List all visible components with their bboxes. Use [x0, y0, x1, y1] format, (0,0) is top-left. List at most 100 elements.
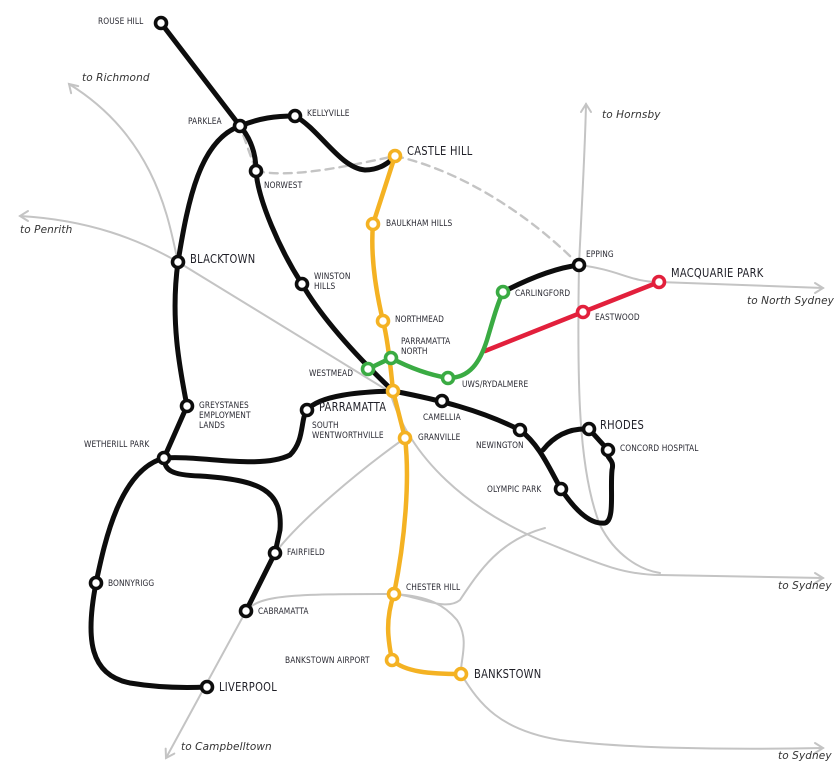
existing-rail-lines: [19, 83, 824, 759]
metro-line-segment: [158, 20, 243, 129]
station-marker-parramatta[interactable]: [385, 383, 401, 399]
metro-line-segment: [237, 113, 398, 173]
destination-label-north-sydney: to North Sydney: [747, 295, 834, 307]
metro-line-segment: [161, 455, 283, 614]
station-marker-epping[interactable]: [571, 257, 587, 273]
station-marker-granville[interactable]: [397, 430, 413, 446]
station-marker-macquarie-park[interactable]: [651, 274, 667, 290]
station-label-parramatta: PARRAMATTA: [319, 400, 387, 414]
station-marker-blacktown[interactable]: [170, 254, 186, 270]
rail-line-segment: [19, 215, 179, 263]
destination-label-sydney-1: to Sydney: [778, 580, 832, 592]
station-marker-bonnyrigg[interactable]: [88, 575, 104, 591]
rail-line-segment: [68, 83, 391, 393]
station-marker-bankstown-airport[interactable]: [384, 652, 400, 668]
destination-label-penrith: to Penrith: [20, 224, 73, 236]
destination-arrows: [18, 82, 825, 760]
station-marker-fairfield[interactable]: [267, 545, 283, 561]
station-marker-castle-hill[interactable]: [387, 148, 403, 164]
destination-label-sydney-2: to Sydney: [778, 750, 832, 762]
rail-line-segment: [245, 593, 465, 675]
station-marker-northmead[interactable]: [375, 313, 391, 329]
station-label-wetherill-park: WETHERILL PARK: [84, 440, 150, 450]
destination-label-hornsby: to Hornsby: [602, 109, 661, 121]
station-label-epping: EPPING: [586, 250, 614, 260]
station-label-bankstown-airport: BANKSTOWN AIRPORT: [285, 656, 370, 666]
station-label-liverpool: LIVERPOOL: [219, 680, 278, 694]
arrow-icon: [814, 742, 825, 754]
arrow-icon: [814, 282, 825, 294]
station-markers: [88, 15, 667, 695]
station-label-rouse-hill: ROUSE HILL: [98, 17, 144, 27]
station-label-carlingford: CARLINGFORD: [515, 289, 571, 299]
station-marker-newington[interactable]: [512, 422, 528, 438]
arrow-icon: [18, 210, 29, 222]
station-marker-rhodes[interactable]: [581, 421, 597, 437]
station-marker-liverpool[interactable]: [199, 679, 215, 695]
station-label-olympic-park: OLYMPIC PARK: [487, 485, 542, 495]
station-marker-kellyville[interactable]: [287, 108, 303, 124]
metro-line-segment: [88, 455, 210, 691]
station-label-newington: NEWINGTON: [476, 441, 524, 451]
station-label-castle-hill: CASTLE HILL: [407, 144, 473, 158]
station-marker-bankstown[interactable]: [453, 666, 469, 682]
station-label-westmead: WESTMEAD: [309, 369, 354, 379]
rail-line-segment: [165, 437, 406, 759]
station-marker-greystanes[interactable]: [179, 398, 195, 414]
proposed-line-segment: [393, 154, 581, 267]
metro-black-lines: [88, 20, 616, 691]
station-marker-wetherill-park[interactable]: [156, 450, 172, 466]
station-marker-chester-hill[interactable]: [386, 586, 402, 602]
station-label-northmead: NORTHMEAD: [395, 315, 444, 325]
rail-line-segment: [393, 527, 546, 606]
station-marker-cabramatta[interactable]: [238, 603, 254, 619]
arrow-icon: [814, 572, 825, 584]
arrow-icon: [580, 102, 592, 113]
station-label-macquarie-park: MACQUARIE PARK: [671, 266, 764, 280]
station-label-rhodes: RHODES: [600, 418, 645, 432]
station-label-south-wentworthville: SOUTH WENTWORTHVILLE: [312, 421, 384, 441]
station-label-bankstown: BANKSTOWN: [474, 667, 542, 681]
rail-line-segment: [577, 264, 661, 574]
station-marker-camellia[interactable]: [434, 393, 450, 409]
station-marker-rouse-hill[interactable]: [153, 15, 169, 31]
green-line-segment: [365, 289, 506, 381]
station-label-eastwood: EASTWOOD: [595, 313, 640, 323]
station-marker-winston-hills[interactable]: [294, 276, 310, 292]
station-label-winston-hills: WINSTON HILLS: [314, 272, 351, 292]
station-label-parramatta-north: PARRAMATTA NORTH: [401, 337, 451, 357]
destination-label-richmond: to Richmond: [82, 72, 150, 84]
station-marker-parramatta-north[interactable]: [383, 350, 399, 366]
rail-line-segment: [578, 103, 587, 266]
station-label-blacktown: BLACKTOWN: [190, 252, 256, 266]
metro-line-segment: [237, 123, 396, 394]
station-marker-south-wentworthville[interactable]: [299, 402, 315, 418]
green-line: [365, 289, 506, 381]
station-label-cabramatta: CABRAMATTA: [258, 607, 309, 617]
station-label-greystanes: GREYSTANES EMPLOYMENT LANDS: [199, 401, 251, 431]
station-label-parklea: PARKLEA: [188, 117, 222, 127]
proposed-line-segment: [254, 154, 397, 175]
station-label-camellia: CAMELLIA: [423, 413, 461, 423]
station-marker-eastwood[interactable]: [575, 304, 591, 320]
station-label-chester-hill: CHESTER HILL: [406, 583, 461, 593]
station-label-granville: GRANVILLE: [418, 433, 461, 443]
arrow-icon: [164, 747, 176, 760]
station-label-uws-rydalmere: UWS/RYDALMERE: [462, 380, 529, 390]
rail-line-segment: [389, 391, 824, 579]
station-marker-westmead[interactable]: [360, 361, 376, 377]
station-marker-olympic-park[interactable]: [553, 481, 569, 497]
station-marker-baulkham-hills[interactable]: [365, 216, 381, 232]
rail-line-segment: [460, 673, 824, 750]
arrow-icon: [67, 82, 80, 95]
station-marker-carlingford[interactable]: [495, 284, 511, 300]
station-marker-uws-rydalmere[interactable]: [440, 370, 456, 386]
station-label-norwest: NORWEST: [264, 181, 303, 191]
station-label-baulkham-hills: BAULKHAM HILLS: [386, 219, 453, 229]
station-label-bonnyrigg: BONNYRIGG: [108, 579, 155, 589]
station-marker-concord-hospital[interactable]: [600, 442, 616, 458]
station-label-kellyville: KELLYVILLE: [307, 109, 350, 119]
station-marker-norwest[interactable]: [248, 163, 264, 179]
station-marker-parklea[interactable]: [232, 118, 248, 134]
